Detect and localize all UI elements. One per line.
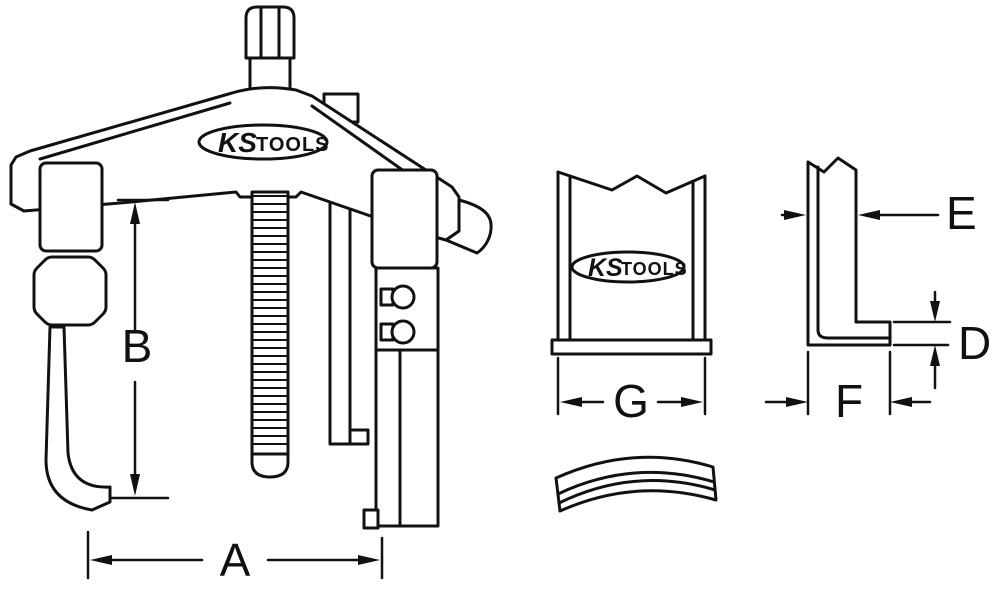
rear-arm-foot (348, 428, 370, 446)
dimension-a: A (86, 530, 384, 586)
dim-f-arrow-left (786, 397, 808, 407)
dimension-d: D (892, 290, 991, 390)
dim-d-arrow-up (930, 345, 940, 366)
dim-a-arrow-left (90, 555, 112, 565)
l-profile-outline (806, 156, 892, 347)
hook-section-view: KS TOOLS (550, 170, 713, 356)
dim-label-b: B (122, 320, 153, 372)
dim-label-d: D (958, 317, 991, 369)
dimension-b: B (108, 198, 170, 500)
logo-ellipse-detail (570, 250, 686, 284)
segment-inner-arc-1 (556, 470, 716, 496)
l-profile-view (806, 156, 892, 347)
dimension-g: G (556, 356, 707, 427)
ks-tools-logo-detail: KS TOOLS (570, 250, 688, 284)
dim-e-arrow-left (784, 210, 806, 220)
dim-b-arrow-up (130, 202, 140, 224)
logo-tools-text: TOOLS (256, 134, 330, 156)
puller-front-view: KS TOOLS (9, 5, 493, 530)
dim-label-e: E (946, 187, 977, 239)
logo-tools-text-detail: TOOLS (621, 259, 688, 279)
section-top-break-edge (556, 170, 707, 195)
logo-ellipse (197, 123, 329, 161)
clamp-knob (32, 255, 108, 327)
dim-d-arrow-down (930, 301, 940, 322)
section-base (550, 338, 713, 356)
dim-g-arrow-left (560, 397, 582, 407)
right-clamp-block (370, 168, 439, 270)
right-arm-foot (362, 508, 380, 530)
l-profile-inner-line (816, 165, 890, 340)
logo-ks-text-detail: KS (588, 254, 623, 282)
rear-bracket (444, 198, 493, 255)
segment-inner-arc-2 (557, 479, 717, 505)
left-hook-arm (44, 325, 112, 512)
dim-f-arrow-right (890, 397, 912, 407)
dim-g-arrow-right (681, 397, 703, 407)
hex-head (244, 5, 296, 60)
segment-outline (554, 455, 718, 513)
rear-arm-bar (328, 196, 352, 446)
right-arm (374, 266, 440, 528)
spindle-threads (251, 195, 289, 445)
ks-tools-logo-main: KS TOOLS (197, 123, 330, 161)
logo-ks-text: KS (218, 127, 257, 158)
left-clamp-block (38, 161, 104, 253)
yoke-left-inner-edge (38, 101, 232, 161)
dim-label-a: A (220, 534, 251, 586)
dimension-annotations: B A G E (86, 187, 991, 586)
curved-segment-view (554, 455, 718, 513)
yoke-outline (9, 86, 461, 242)
dim-a-arrow-right (358, 555, 380, 565)
dimension-f: F (764, 350, 932, 427)
dimension-e: E (780, 187, 977, 239)
pin-lower (390, 319, 416, 345)
dim-label-f: F (835, 375, 863, 427)
dim-e-arrow-right (858, 210, 880, 220)
pin-upper (390, 284, 416, 310)
spindle-tip (250, 452, 290, 479)
dim-label-g: G (613, 375, 649, 427)
dim-b-arrow-down (130, 474, 140, 496)
